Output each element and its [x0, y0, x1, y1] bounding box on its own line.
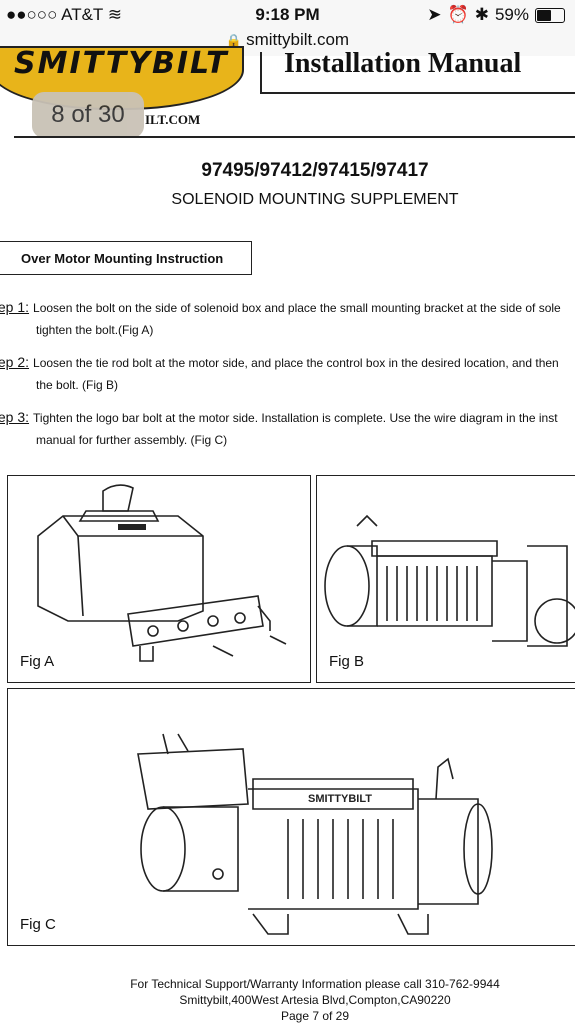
winch-drawing-b — [324, 514, 575, 647]
bluetooth-icon: ✱ — [474, 5, 489, 24]
page-indicator: 8 of 30 — [32, 92, 144, 138]
winch-logo-bar: SMITTYBILT — [308, 793, 372, 805]
site-text: ILT.COM — [145, 112, 201, 127]
wifi-icon: ≋ — [107, 5, 122, 24]
footer-page-number: Page 7 of 29 — [280, 1009, 350, 1023]
section-title: Over Motor Mounting Instruction — [0, 241, 252, 275]
step-2: tep 2:Loosen the tie rod bolt at the mot… — [0, 354, 559, 392]
status-icons: ➤ ⏰ ✱ 59% — [427, 5, 565, 25]
carrier-signal: ●●○○○ AT&T ≋ — [6, 5, 122, 24]
clock: 9:18 PM — [255, 5, 320, 24]
fig-a-caption: Fig A — [20, 653, 55, 670]
alarm-icon: ⏰ — [447, 5, 469, 24]
battery-icon — [535, 7, 565, 23]
fig-c-caption: Fig C — [20, 916, 56, 933]
location-icon: ➤ — [427, 5, 442, 24]
pdf-page[interactable]: SMITTYBILT Installation Manual ILT.COM 8… — [0, 46, 575, 1024]
figure-a: Fig A — [7, 475, 311, 683]
footer-address: Smittybilt,400West Artesia Blvd,Compton,… — [179, 993, 451, 1007]
step-1: tep 1:Loosen the bolt on the side of sol… — [0, 299, 561, 337]
lock-icon: 🔒 — [225, 33, 243, 48]
figure-c: SMITTYBILT Fig C — [7, 688, 575, 946]
fig-b-caption: Fig B — [329, 653, 365, 670]
doc-subtitle: SOLENOID MOUNTING SUPPLEMENT — [171, 191, 459, 208]
footer-support: For Technical Support/Warranty Informati… — [130, 977, 500, 991]
battery-percent: 59% — [494, 5, 529, 24]
status-bar: ●●○○○ AT&T ≋ 9:18 PM ➤ ⏰ ✱ 59% — [0, 0, 575, 34]
manual-title-box: Installation Manual — [260, 48, 575, 94]
step-3: tep 3:Tighten the logo bar bolt at the m… — [0, 409, 558, 447]
figure-b: Fig B — [316, 475, 575, 683]
url-text: smittybilt.com — [246, 30, 350, 49]
model-numbers: 97495/97412/97415/97417 — [201, 160, 429, 181]
header-rule — [14, 136, 575, 138]
winch-drawing-c: SMITTYBILT — [137, 733, 493, 935]
solenoid-box-drawing — [37, 484, 287, 662]
